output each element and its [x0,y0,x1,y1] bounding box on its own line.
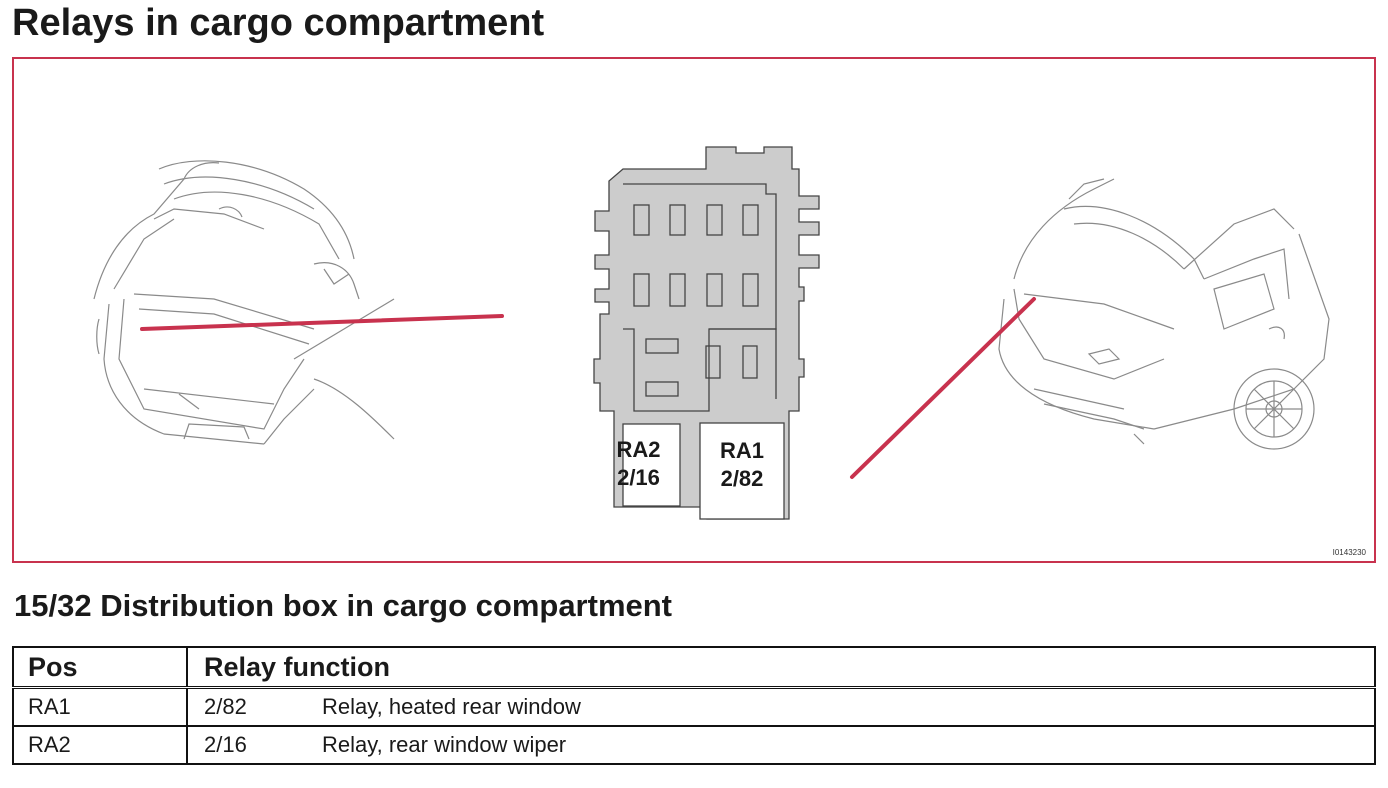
relay-code: 2/82 [720,466,764,491]
table-row: RA1 2/82 Relay, heated rear window [13,686,1375,727]
relay-code: 2/16 [617,465,660,490]
diagram-frame: RA2 2/16 RA1 2/82 I0143230 [12,57,1376,563]
row-pos: RA2 [13,725,188,765]
relay-label-ra1: RA1 2/82 [700,437,784,493]
relay-box-ra2 [622,423,681,507]
header-relay-function: Relay function [187,646,1375,689]
relay-location-diagram [93,146,1330,520]
section-title: 15/32 Distribution box in cargo compartm… [14,588,673,623]
relay-id: RA1 [719,438,764,463]
row-description: Relay, rear window wiper [322,725,1375,765]
table-header-row: Pos Relay function [13,646,1375,689]
left-pointer-line [140,314,504,331]
row-pos: RA1 [13,686,188,727]
row-code: 2/82 [187,686,322,727]
header-pos: Pos [13,646,188,689]
left-car-illustration [93,160,395,445]
row-description: Relay, heated rear window [322,686,1375,727]
relay-id: RA2 [616,437,661,462]
relay-label-ra2: RA2 2/16 [610,436,667,492]
relay-table: Pos Relay function RA1 2/82 Relay, heate… [12,646,1376,765]
relay-box-ra1 [699,422,785,520]
page-title: Relays in cargo compartment [12,2,545,44]
table-row: RA2 2/16 Relay, rear window wiper [13,725,1375,765]
distribution-box [593,146,820,520]
figure-id: I0143230 [1332,548,1366,557]
right-car-illustration [998,178,1330,450]
row-code: 2/16 [187,725,322,765]
right-pointer-line [850,297,1036,479]
